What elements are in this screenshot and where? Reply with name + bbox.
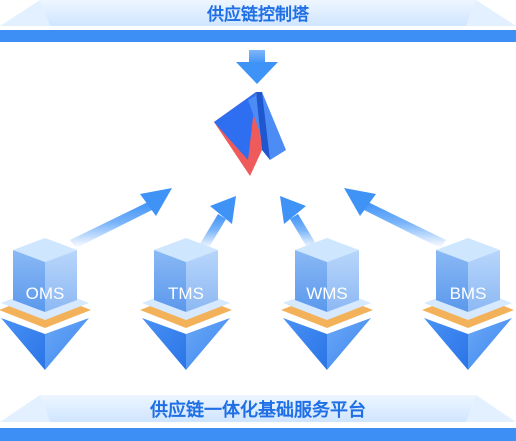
- system-tms-label: TMS: [168, 284, 204, 303]
- arrow-oms-to-tower: [70, 188, 172, 248]
- top-banner: 供应链控制塔: [0, 0, 516, 42]
- arrow-tms-shaft: [200, 214, 226, 249]
- system-wms-cube-front: [295, 250, 327, 312]
- logo-icon: [214, 92, 286, 176]
- arrow-tms-head: [210, 196, 236, 224]
- arrow-wms-head: [280, 196, 306, 224]
- arrow-bms-head: [344, 188, 376, 216]
- arrow-bms-shaft: [364, 202, 446, 248]
- system-bms-cube-side: [468, 250, 500, 312]
- system-tms-cube-side: [186, 250, 218, 312]
- system-bms-pyramid-left: [424, 318, 468, 370]
- arrow-wms-to-tower: [280, 196, 316, 249]
- system-wms: WMS: [281, 238, 373, 370]
- system-oms-pyramid-left: [1, 318, 45, 370]
- system-tms-pyramid-right: [186, 318, 230, 370]
- bottom-banner-left-wing: [0, 395, 50, 422]
- system-bms-label: BMS: [450, 284, 487, 303]
- system-oms-label: OMS: [26, 284, 65, 303]
- down-arrow-shaft: [249, 50, 265, 64]
- arrow-tms-to-tower: [200, 196, 236, 249]
- bottom-banner-right-wing: [466, 395, 516, 422]
- bottom-banner-base: [0, 428, 516, 441]
- system-bms-pyramid-right: [468, 318, 512, 370]
- system-wms-label: WMS: [306, 284, 348, 303]
- top-banner-base: [0, 30, 516, 42]
- down-arrow-head: [236, 62, 278, 84]
- system-wms-pyramid-left: [283, 318, 327, 370]
- system-oms-cube-side: [45, 250, 77, 312]
- top-banner-right-wing: [466, 0, 516, 26]
- bottom-banner-band: [40, 395, 476, 422]
- logo-blue-edge: [256, 92, 270, 160]
- system-tms-cube-front: [154, 250, 186, 312]
- bottom-banner-title: 供应链一体化基础服务平台: [149, 399, 366, 421]
- system-cubes: OMS TMS WMS BMS: [0, 238, 514, 370]
- system-bms: BMS: [422, 238, 514, 370]
- top-banner-band: [40, 0, 476, 26]
- system-wms-pyramid-right: [327, 318, 371, 370]
- system-wms-cube-side: [327, 250, 359, 312]
- logo-blue-right-face: [248, 92, 286, 160]
- down-arrow: [236, 50, 278, 84]
- system-oms-cube-front: [13, 250, 45, 312]
- logo-blue-left-face: [214, 92, 256, 160]
- arrow-bms-to-tower: [344, 188, 446, 248]
- bottom-banner: 供应链一体化基础服务平台: [0, 395, 516, 441]
- arrow-oms-shaft: [70, 202, 152, 248]
- arrow-wms-shaft: [290, 214, 316, 249]
- system-oms-pyramid-right: [45, 318, 89, 370]
- system-bms-cube-front: [436, 250, 468, 312]
- top-banner-left-wing: [0, 0, 50, 26]
- top-banner-title: 供应链控制塔: [206, 4, 310, 25]
- system-tms-pyramid-left: [142, 318, 186, 370]
- system-oms: OMS: [0, 238, 91, 370]
- arrow-oms-head: [140, 188, 172, 216]
- system-tms: TMS: [140, 238, 232, 370]
